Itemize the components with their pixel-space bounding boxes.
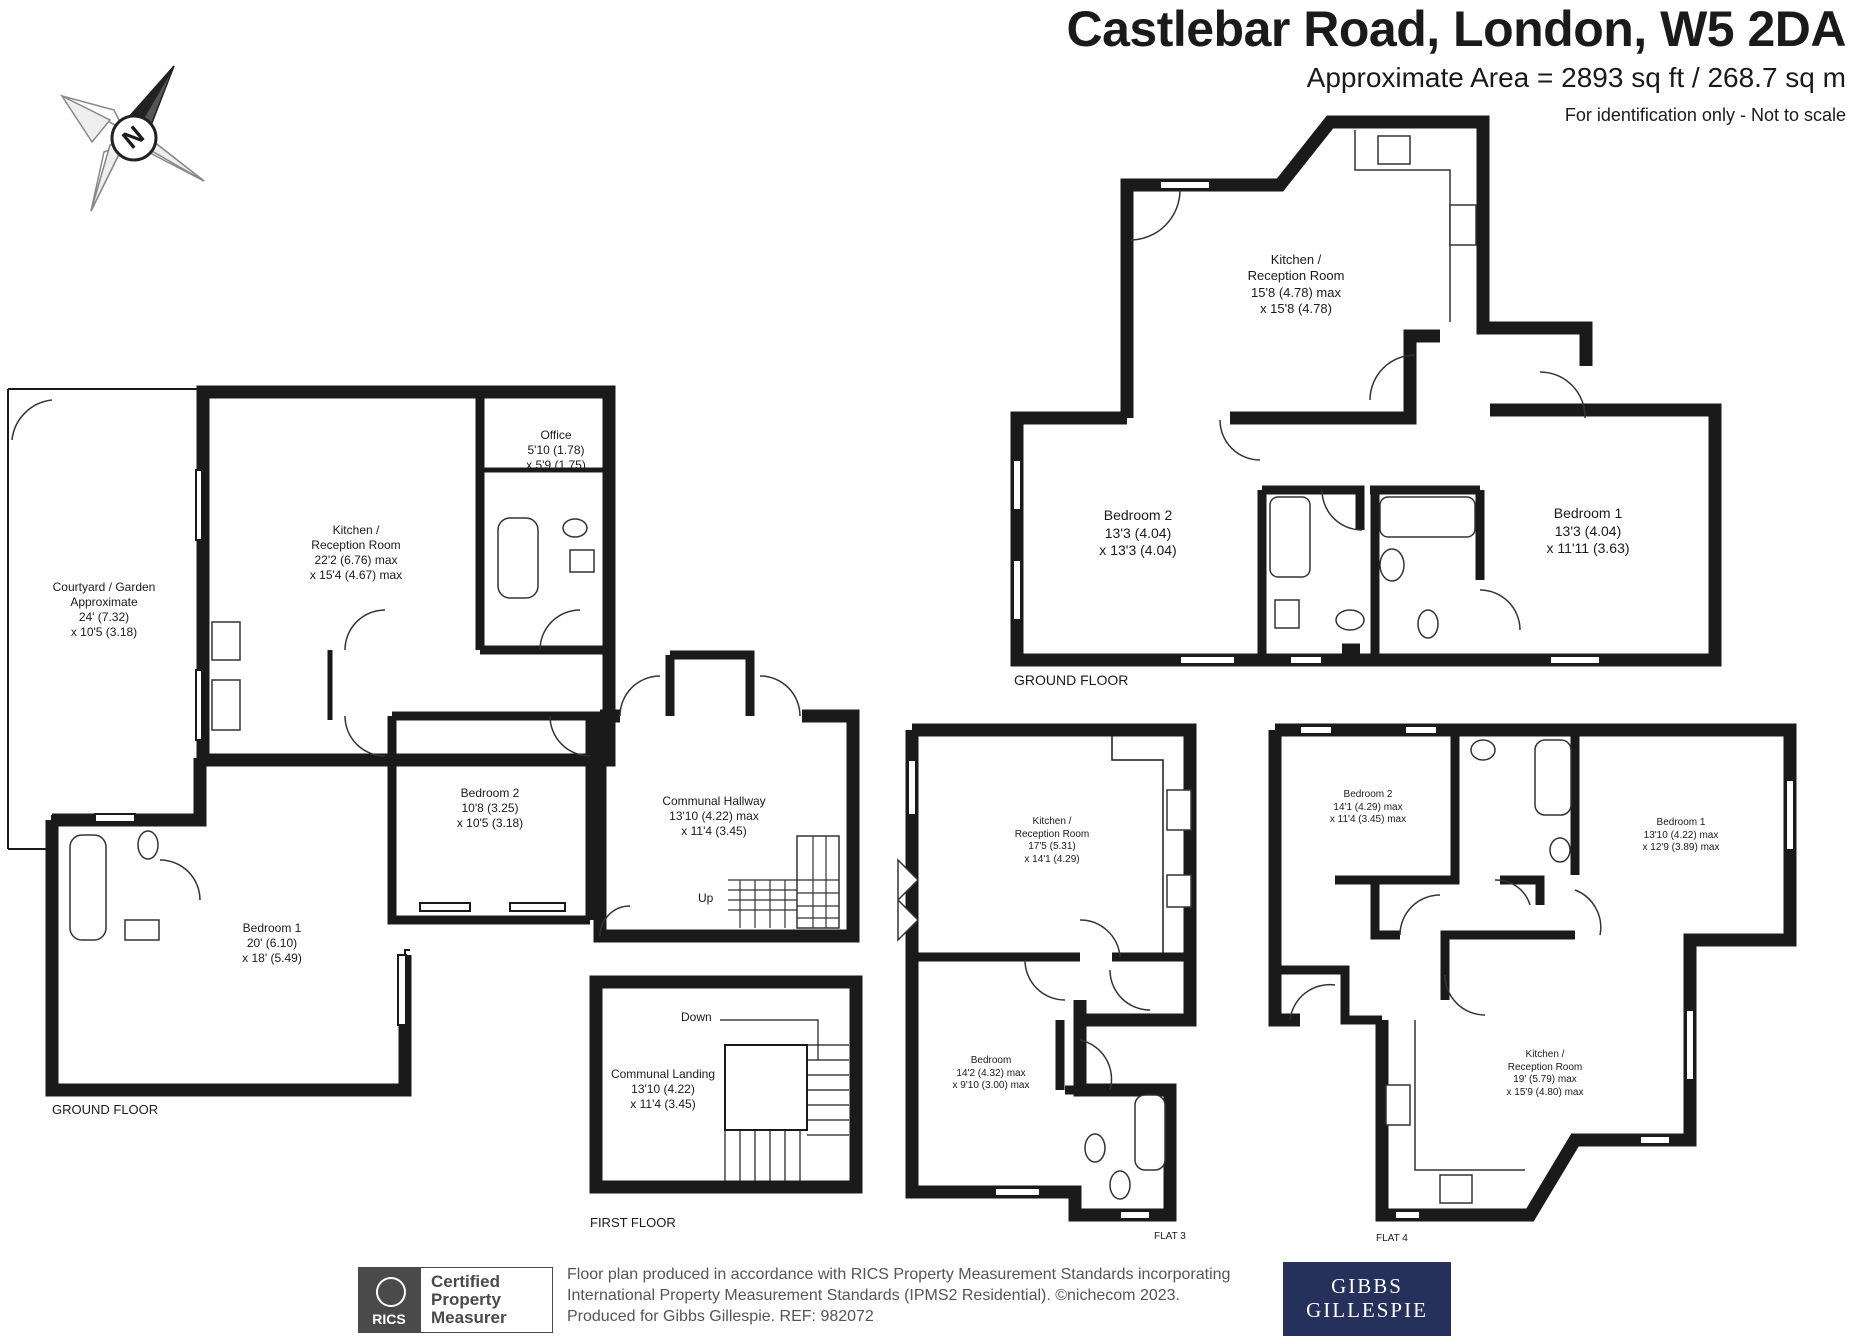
footer-disclaimer: Floor plan produced in accordance with R… xyxy=(567,1266,1231,1325)
flat3-caption: FLAT 3 xyxy=(1154,1231,1186,1242)
approximate-area: Approximate Area = 2893 sq ft / 268.7 sq… xyxy=(1306,62,1846,93)
stairs-up-label: Up xyxy=(698,891,714,905)
identification-note: For identification only - Not to scale xyxy=(1564,105,1846,125)
first-floor-caption: FIRST FLOOR xyxy=(590,1215,676,1230)
rics-logo: RICS xyxy=(358,1267,420,1333)
flat4-caption: FLAT 4 xyxy=(1376,1233,1408,1244)
gibbs-gillespie-logo: GIBBS GILLESPIE xyxy=(1283,1262,1451,1336)
ground-floor-left-fittings xyxy=(69,517,840,941)
lion-emblem-icon xyxy=(376,1277,406,1307)
property-title: Castlebar Road, London, W5 2DA xyxy=(1066,1,1846,57)
ground-floor-left-caption: GROUND FLOOR xyxy=(52,1102,159,1117)
first-floor-walls xyxy=(589,975,863,1194)
stairs-down-label: Down xyxy=(681,1010,712,1024)
ground-floor-right-walls xyxy=(1010,115,1722,667)
north-compass-icon xyxy=(59,65,205,212)
ground-floor-right-caption: GROUND FLOOR xyxy=(1014,672,1129,688)
